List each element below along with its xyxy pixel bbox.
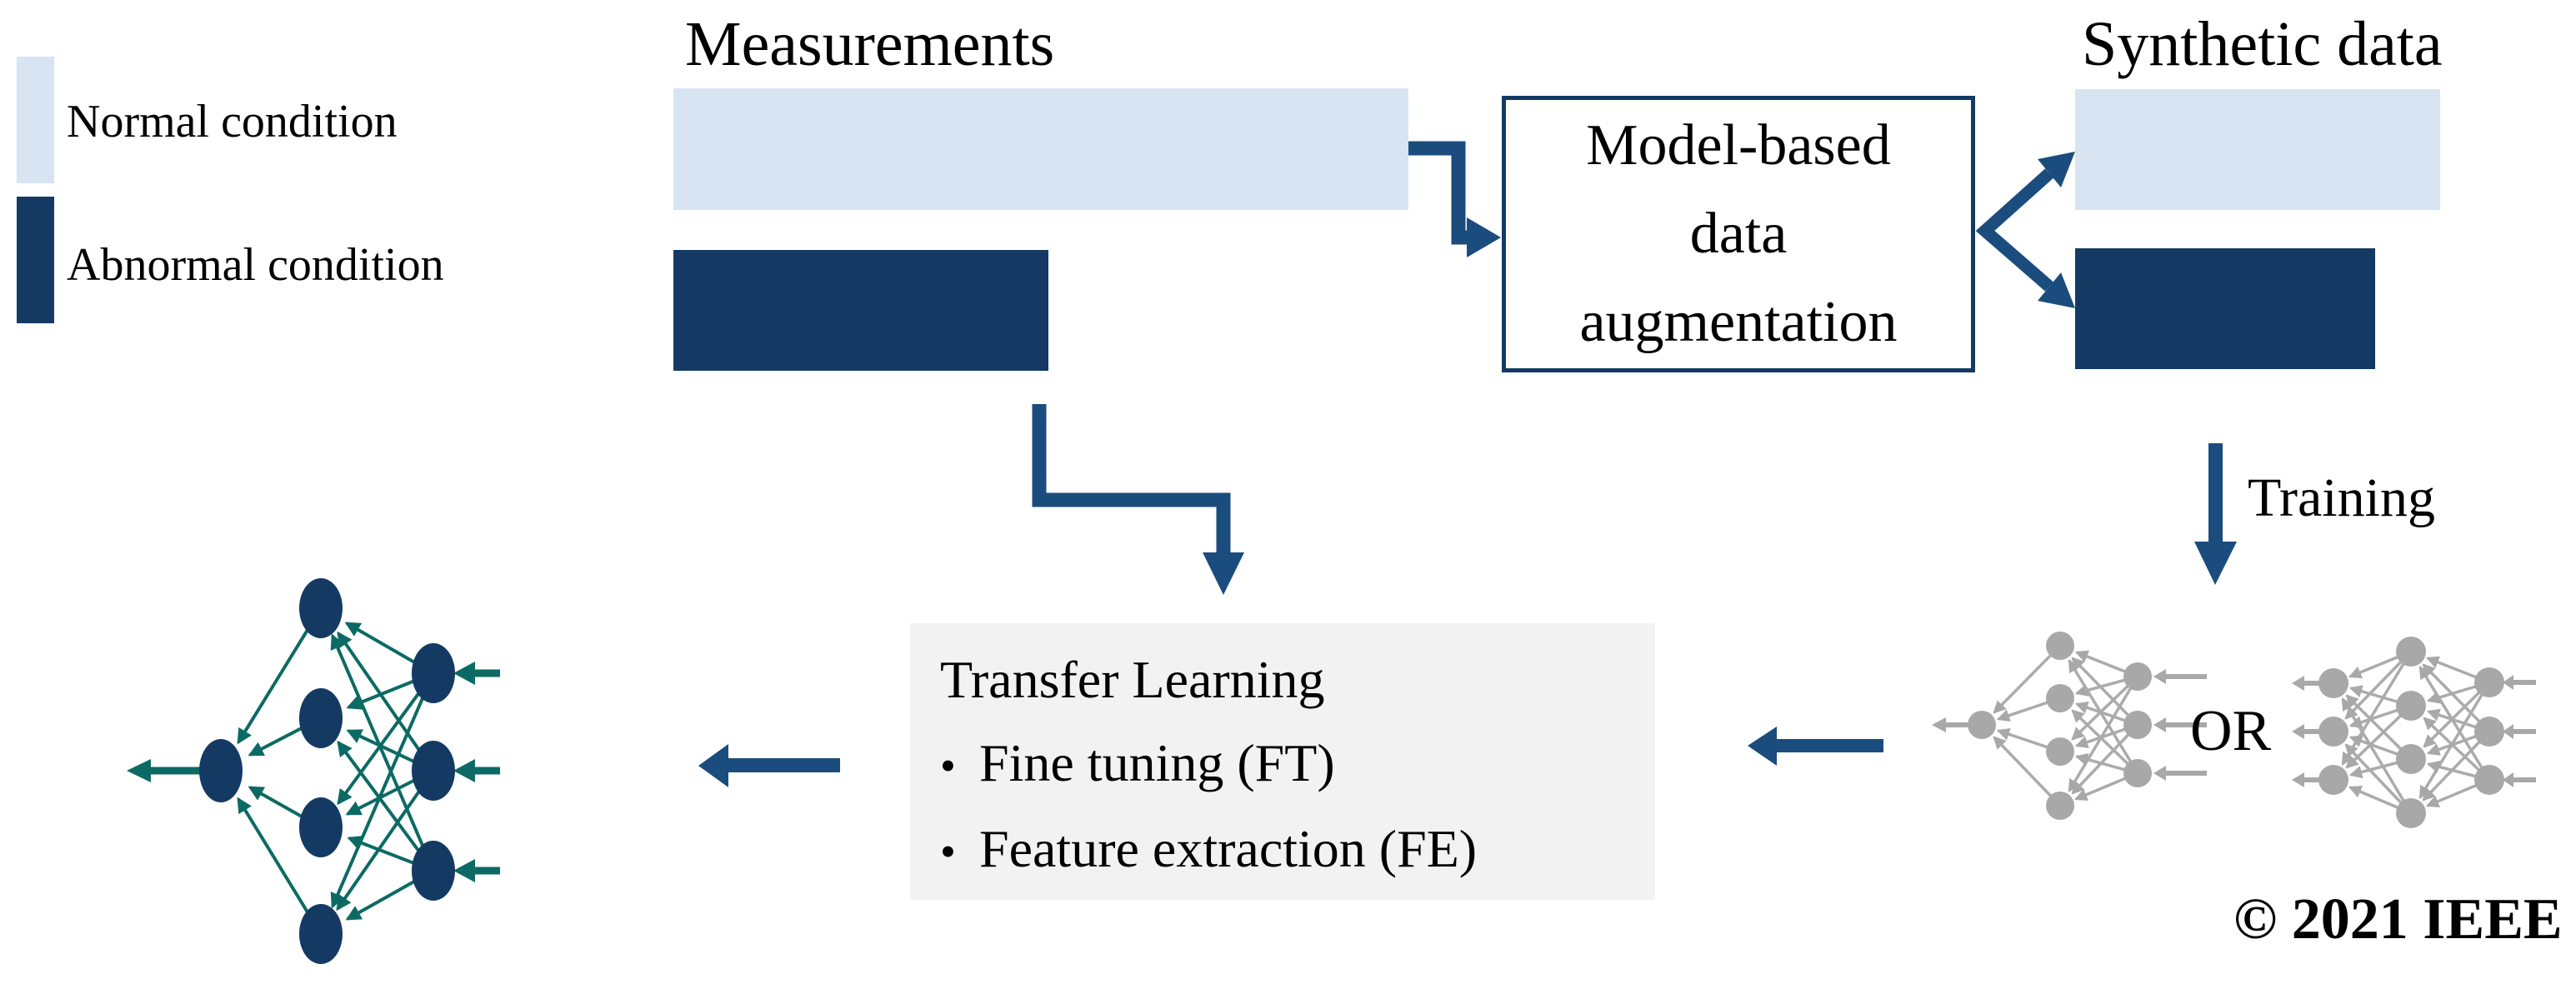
measurements-bar-abnormal xyxy=(673,250,1048,371)
transfer-learning-title: Transfer Learning xyxy=(940,650,1325,709)
transfer-learning-bullet-1: • Fine tuning (FT) xyxy=(940,722,1655,807)
network-links-icon xyxy=(237,607,435,936)
arrow-measurements-to-augmentation-icon xyxy=(1408,141,1501,257)
legend-swatch-normal xyxy=(17,57,54,183)
synthetic-data-title: Synthetic data xyxy=(2082,9,2443,79)
arrow-training-icon xyxy=(2194,443,2237,585)
gray-neural-network-a-icon xyxy=(1932,632,2207,820)
arrow-networks-to-transfer-icon xyxy=(1748,727,1883,766)
legend-label-abnormal: Abnormal condition xyxy=(67,239,444,291)
network-input-arrows-icon xyxy=(453,662,500,882)
network-links-icon xyxy=(1993,644,2139,807)
copyright-notice: © 2021 IEEE xyxy=(2233,887,2563,952)
network-nodes-icon xyxy=(199,578,455,964)
network-output-arrow-icon xyxy=(1932,717,1968,732)
network-nodes-icon xyxy=(1968,632,2152,820)
measurements-title: Measurements xyxy=(685,9,1055,79)
gray-neural-network-b-icon xyxy=(2292,637,2536,828)
training-label: Training xyxy=(2248,467,2435,528)
transfer-learning-bullet-1-label: Fine tuning (FT) xyxy=(979,733,1335,792)
transfer-learning-bullet-2-label: Feature extraction (FE) xyxy=(979,819,1478,878)
bullet-icon: • xyxy=(940,827,956,877)
network-links-icon xyxy=(2341,650,2491,815)
network-input-arrows-icon xyxy=(2503,675,2536,787)
arrow-measurements-to-transfer-icon xyxy=(1032,404,1244,595)
augmentation-box-label: Model-based data augmentation xyxy=(1579,113,1898,354)
synthetic-bar-normal xyxy=(2075,89,2440,210)
network-output-arrow-icon xyxy=(127,759,200,782)
arrow-augmentation-to-synthetic-icon xyxy=(1975,152,2075,308)
target-neural-network-icon xyxy=(127,578,500,964)
synthetic-bar-abnormal xyxy=(2075,248,2375,369)
legend-swatch-abnormal xyxy=(17,197,54,323)
arrow-transfer-to-network-icon xyxy=(698,744,840,787)
or-label: OR xyxy=(2190,699,2272,763)
transfer-learning-bullet-2: • Feature extraction (FE) xyxy=(940,807,1655,893)
measurements-bar-normal xyxy=(673,88,1408,210)
network-nodes-icon xyxy=(2318,637,2504,828)
bullet-icon: • xyxy=(940,741,956,791)
augmentation-box: Model-based data augmentation xyxy=(1502,96,1975,372)
network-input-arrows-icon xyxy=(2153,669,2207,781)
legend-label-normal: Normal condition xyxy=(67,96,398,147)
network-output-arrows-icon xyxy=(2292,676,2319,787)
transfer-learning-box: Transfer Learning • Fine tuning (FT) • F… xyxy=(910,623,1655,900)
